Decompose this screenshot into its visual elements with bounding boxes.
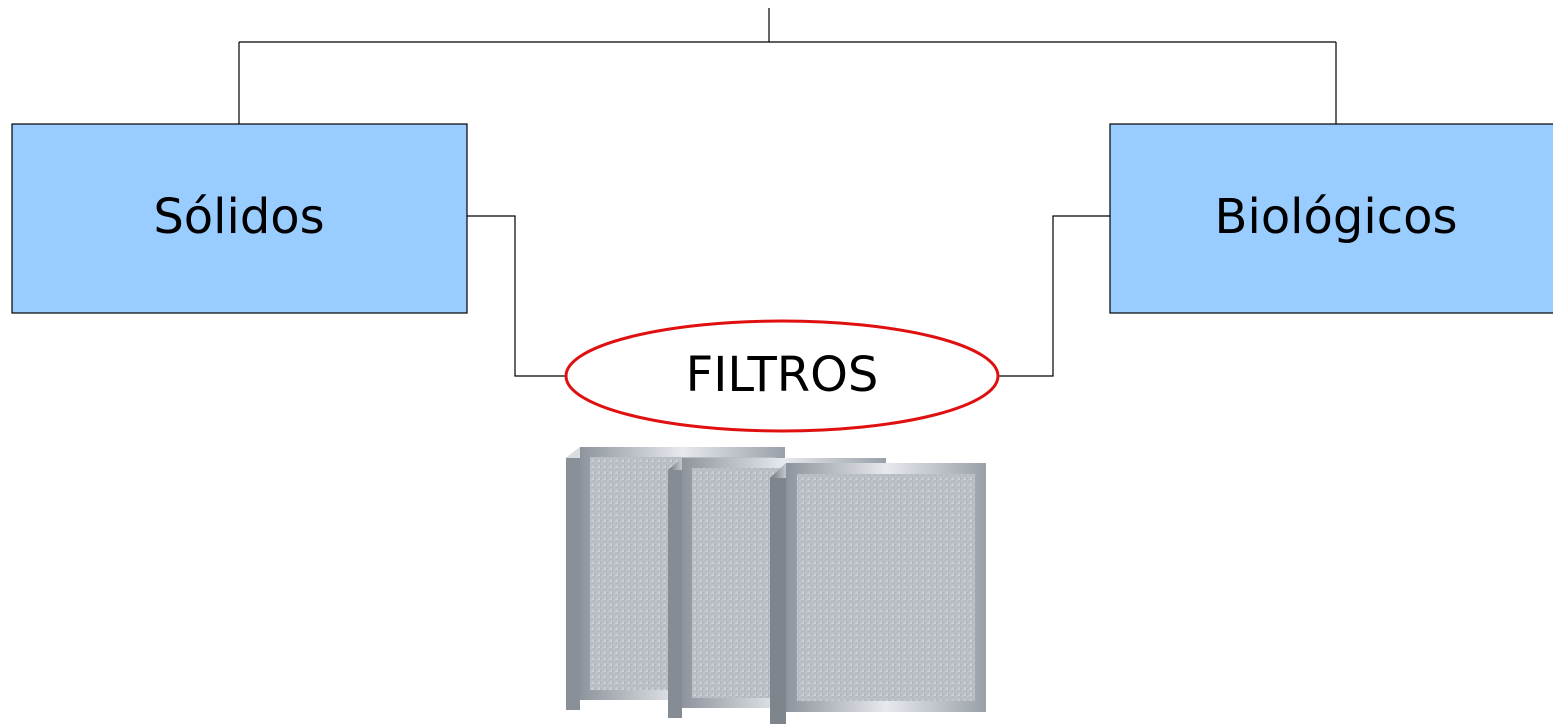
node-solidos: Sólidos <box>11 123 468 314</box>
filter-panel <box>770 463 986 724</box>
node-biologicos-label: Biológicos <box>1215 189 1458 245</box>
node-filtros: FILTROS <box>564 319 1000 433</box>
node-filtros-label: FILTROS <box>686 347 879 403</box>
node-biologicos: Biológicos <box>1109 123 1553 314</box>
node-filtros-ellipse <box>564 319 1000 433</box>
filter-panels-image <box>566 447 986 724</box>
connector-solidos-filtros <box>467 215 566 377</box>
node-solidos-label: Sólidos <box>153 189 324 245</box>
connectors <box>238 8 1337 377</box>
node-solidos-box <box>11 123 468 314</box>
connector-biologicos-filtros <box>998 215 1110 377</box>
node-biologicos-box <box>1109 123 1553 314</box>
